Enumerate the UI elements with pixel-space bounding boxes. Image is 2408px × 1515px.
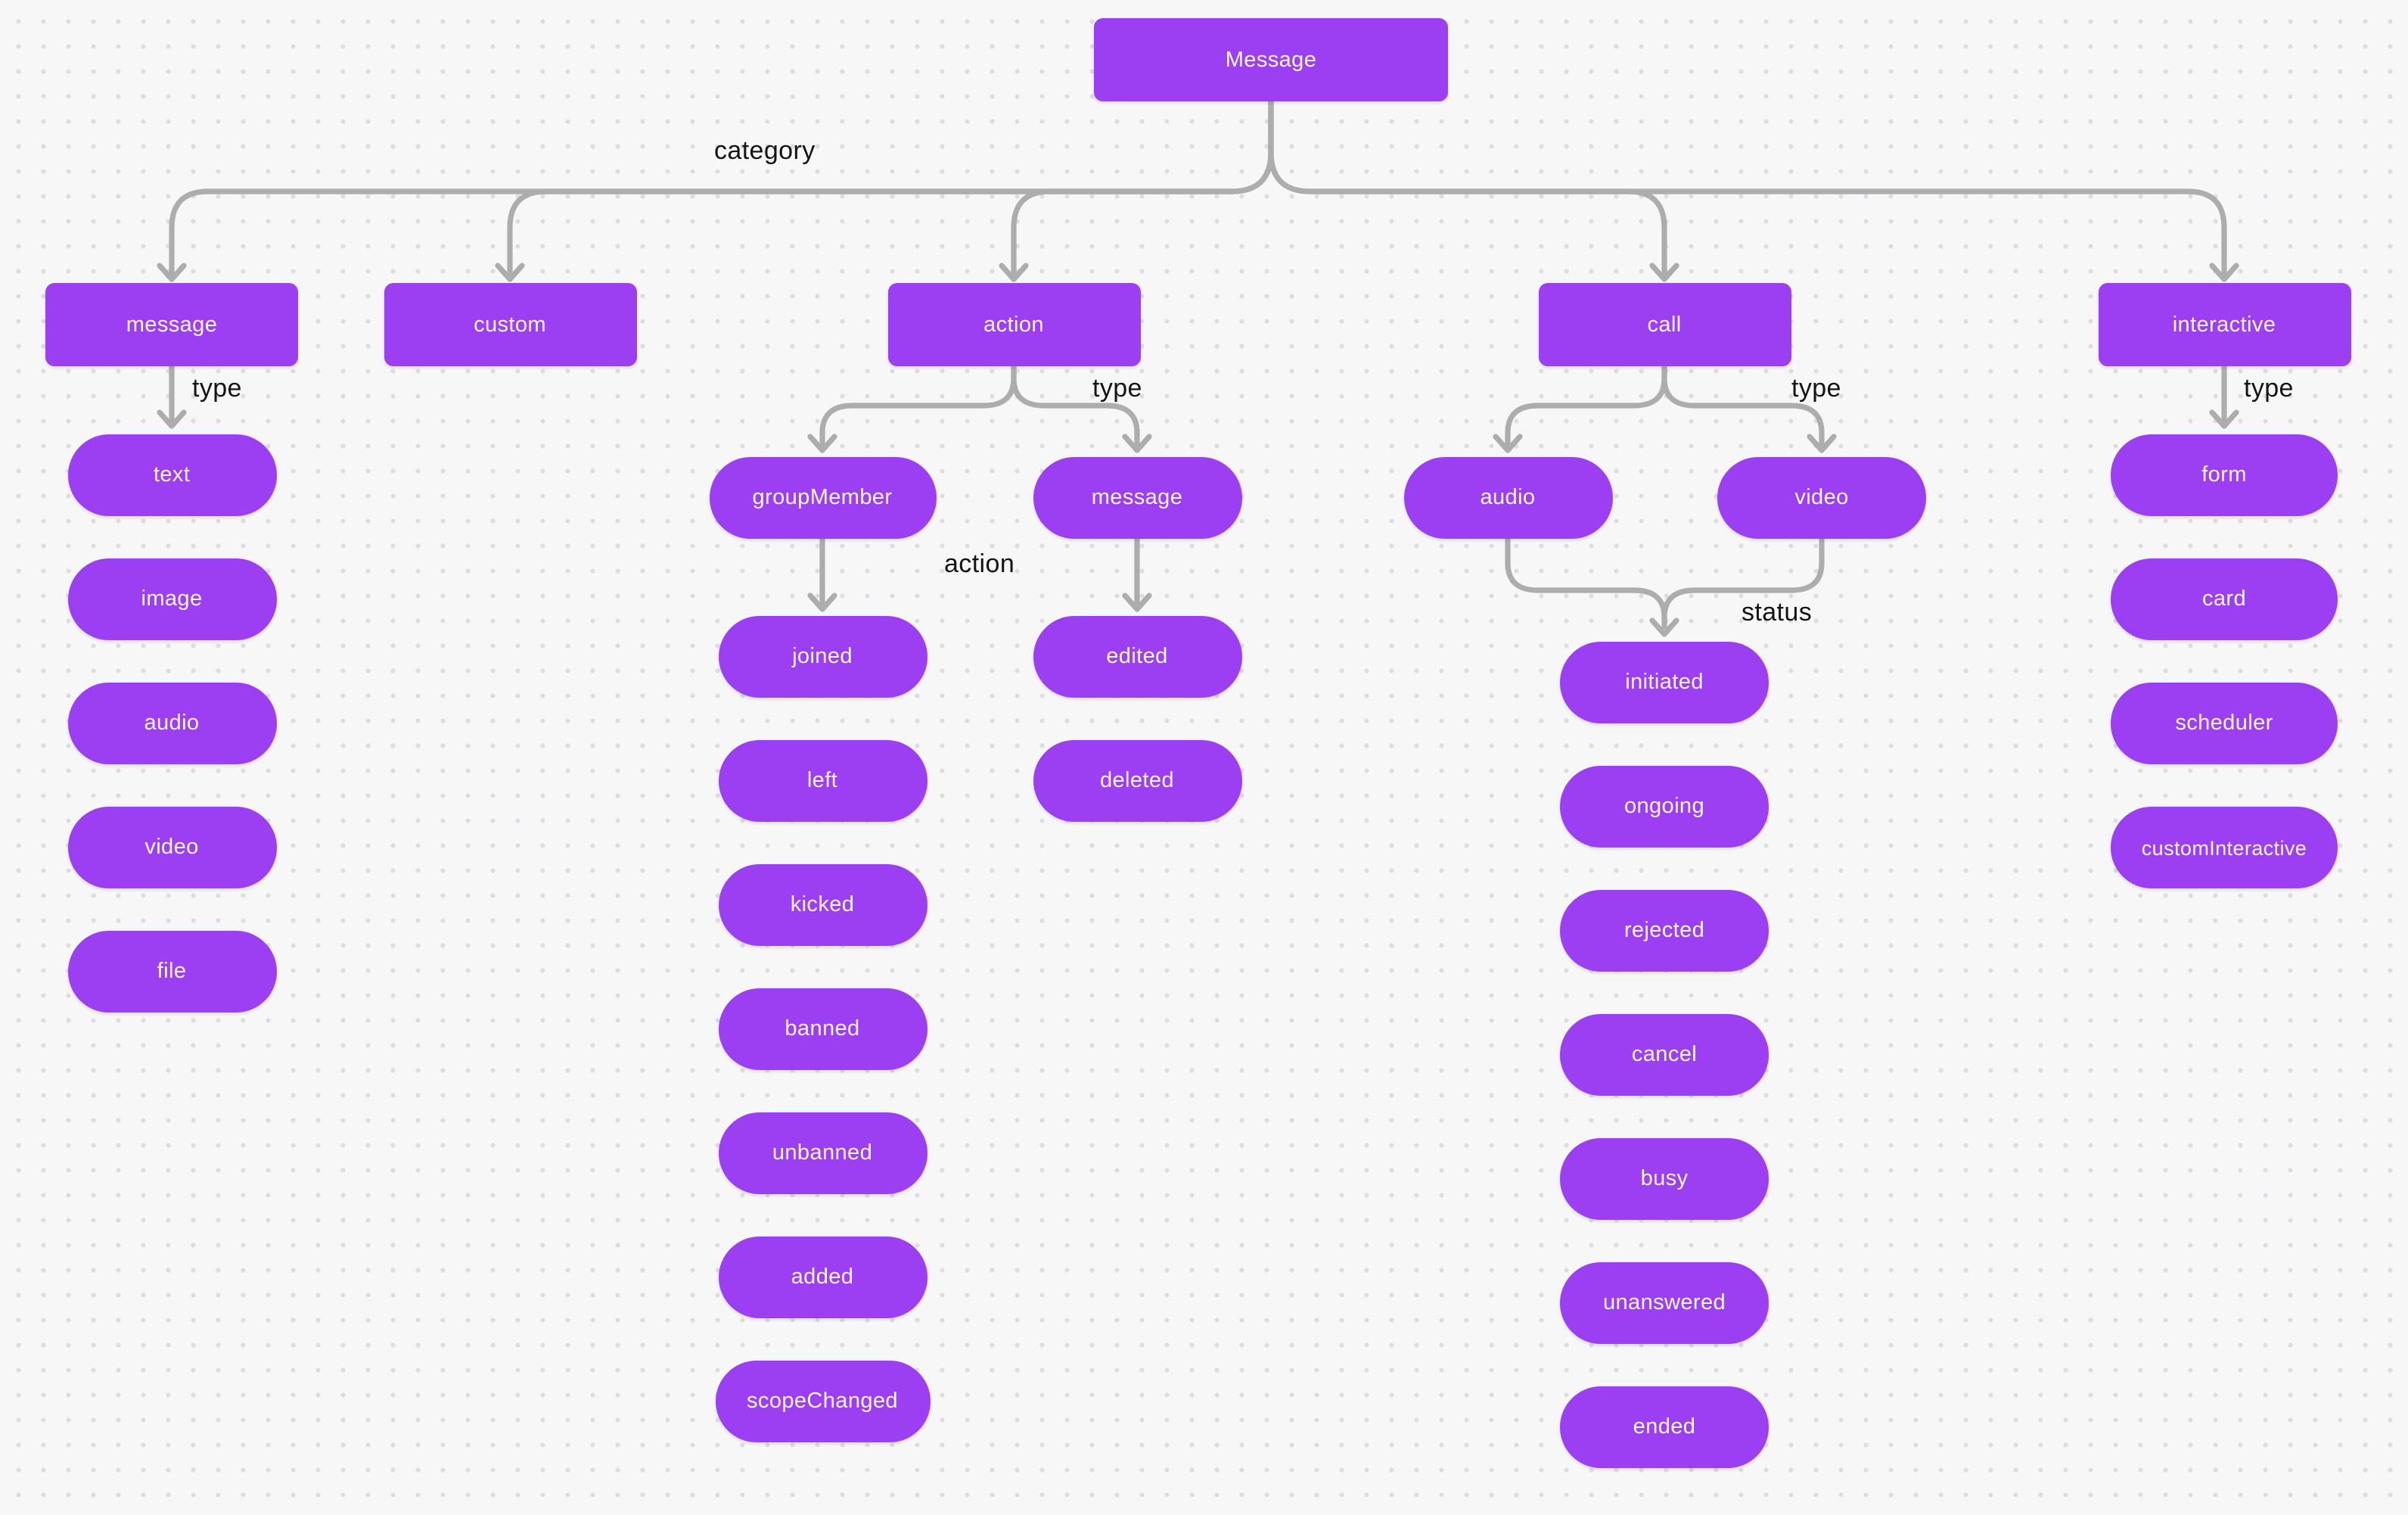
node-call-type-audio: audio (1403, 457, 1612, 539)
node-interactive-form: form (2111, 434, 2338, 516)
node-call-status-rejected: rejected (1560, 890, 1769, 972)
connector-action-groupmember (819, 363, 1017, 446)
node-groupmember-left: left (718, 740, 927, 822)
node-actionmessage-edited: edited (1033, 616, 1241, 698)
connector-call-video (1661, 363, 1825, 446)
arrowhead (495, 263, 525, 282)
node-call-status-ongoing: ongoing (1560, 766, 1769, 848)
node-groupmember-unbanned: unbanned (718, 1112, 927, 1194)
arrowhead (999, 263, 1029, 282)
arrowhead (1649, 263, 1679, 282)
arrowhead (1649, 618, 1679, 637)
arrowhead (807, 593, 837, 612)
arrowhead (1122, 593, 1152, 612)
connector-root-interactive (1268, 98, 2227, 275)
node-message-type-file: file (67, 931, 276, 1013)
node-action-type-message: message (1033, 457, 1241, 539)
node-call-status-cancel: cancel (1560, 1014, 1769, 1096)
arrowhead (1807, 434, 1837, 453)
node-call-status-unanswered: unanswered (1560, 1262, 1769, 1344)
edge-label-type-call: type (1791, 374, 1841, 403)
node-interactive-scheduler: scheduler (2111, 683, 2338, 764)
connector-root-call (1268, 98, 1667, 275)
arrowhead (157, 409, 187, 429)
node-groupmember-added: added (718, 1237, 927, 1318)
node-message-type-text: text (67, 434, 276, 516)
edge-label-status: status (1742, 598, 1813, 627)
edge-label-category: category (714, 136, 816, 165)
connector-audio-status (1505, 537, 1667, 630)
node-action-type-groupmember: groupMember (709, 457, 936, 539)
node-category-interactive: interactive (2098, 283, 2351, 366)
connector-root-custom (507, 98, 1274, 275)
node-interactive-card: card (2111, 558, 2338, 640)
node-interactive-custominteractive: customInteractive (2111, 807, 2338, 888)
node-category-call: call (1538, 283, 1791, 366)
node-groupmember-joined: joined (718, 616, 927, 698)
node-call-status-ended: ended (1560, 1386, 1769, 1468)
arrowhead (2209, 409, 2239, 429)
edge-label-action: action (944, 549, 1015, 578)
arrowhead (1493, 434, 1523, 453)
arrowhead (1122, 434, 1152, 453)
node-message-type-audio: audio (67, 683, 276, 764)
node-groupmember-kicked: kicked (718, 864, 927, 946)
node-call-status-initiated: initiated (1560, 642, 1769, 723)
node-message-type-image: image (67, 558, 276, 640)
connector-video-status (1661, 537, 1825, 630)
edge-label-type-interactive: type (2244, 374, 2294, 403)
arrowhead (2209, 263, 2239, 282)
arrowhead (157, 263, 187, 282)
connector-call-audio (1505, 363, 1667, 446)
node-call-status-busy: busy (1560, 1138, 1769, 1220)
connector-root-action (1011, 98, 1274, 275)
node-actionmessage-deleted: deleted (1033, 740, 1241, 822)
node-category-action: action (887, 283, 1140, 366)
node-root-message: Message (1094, 18, 1448, 101)
node-category-custom: custom (384, 283, 636, 366)
node-message-type-video: video (67, 807, 276, 888)
arrowhead (807, 434, 837, 453)
connector-root-message (169, 98, 1274, 275)
node-category-message: message (45, 283, 298, 366)
edge-label-type-action: type (1092, 374, 1142, 403)
node-groupmember-banned: banned (718, 988, 927, 1070)
connector-action-message (1011, 363, 1140, 446)
edge-label-type-message: type (192, 374, 242, 403)
node-call-type-video: video (1717, 457, 1926, 539)
node-groupmember-scopechanged: scopeChanged (715, 1361, 930, 1442)
